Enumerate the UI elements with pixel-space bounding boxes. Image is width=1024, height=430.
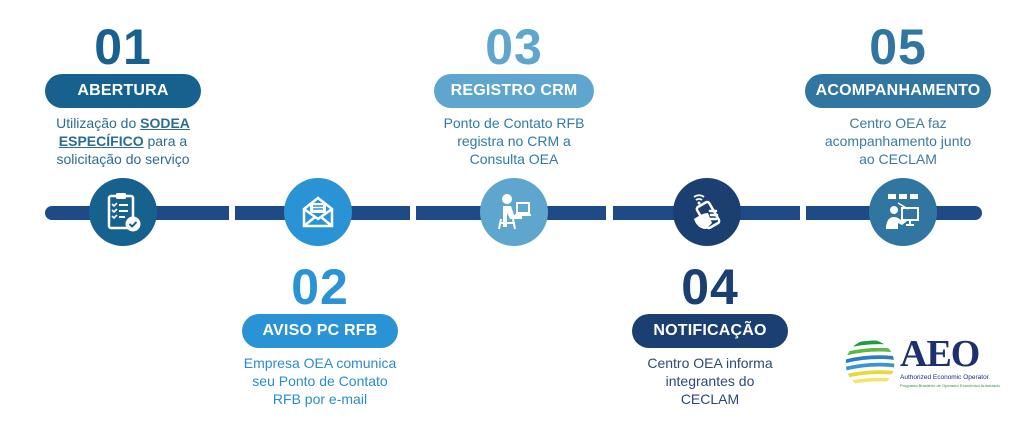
step-description: Ponto de Contato RFB registra no CRM a C… bbox=[443, 115, 585, 167]
person-at-computer-icon bbox=[498, 194, 531, 230]
step-05: 05 ACOMPANHAMENTO Centro OEA faz acompan… bbox=[798, 22, 998, 168]
aeo-acronym: AEO bbox=[900, 333, 980, 375]
step-number: 01 bbox=[94, 19, 152, 75]
aeo-logo: AEO Authorized Economic Operator Program… bbox=[842, 333, 1000, 394]
step-title-badge: AVISO PC RFB bbox=[242, 314, 398, 348]
step-title-badge: REGISTRO CRM bbox=[434, 74, 594, 108]
step-03-icon-circle bbox=[480, 178, 548, 246]
step-05-icon-circle bbox=[869, 178, 937, 246]
step-number: 03 bbox=[485, 19, 543, 75]
step-title-badge: NOTIFICAÇÃO bbox=[632, 314, 788, 348]
presenter-monitors-icon bbox=[886, 194, 919, 229]
sodea-link: SODEA bbox=[140, 115, 190, 131]
step-title-badge: ACOMPANHAMENTO bbox=[805, 74, 991, 108]
step-description: Utilização do SODEA ESPECÍFICO para a so… bbox=[56, 115, 190, 167]
step-02: 02 AVISO PC RFB Empresa OEA comunica seu… bbox=[230, 262, 410, 408]
step-01: 01 ABERTURA Utilização do SODEA ESPECÍFI… bbox=[38, 22, 208, 168]
step-04-icon-circle bbox=[673, 178, 741, 246]
step-title-badge: ABERTURA bbox=[45, 74, 201, 108]
step-04: 04 NOTIFICAÇÃO Centro OEA informa integr… bbox=[620, 262, 800, 408]
clipboard-checklist-icon bbox=[107, 193, 141, 232]
step-02-icon-circle bbox=[284, 178, 352, 246]
aeo-globe-icon bbox=[845, 339, 895, 389]
step-description: Centro OEA informa integrantes do CECLAM bbox=[647, 355, 773, 407]
open-envelope-icon bbox=[302, 196, 334, 228]
aeo-name: Authorized Economic Operator bbox=[900, 374, 989, 381]
step-number: 05 bbox=[869, 19, 927, 75]
hand-smartphone-wifi-icon bbox=[693, 194, 721, 230]
step-01-icon-circle bbox=[89, 178, 157, 246]
step-description: Empresa OEA comunica seu Ponto de Contat… bbox=[243, 355, 397, 407]
step-number: 04 bbox=[681, 259, 739, 315]
especifico-link: ESPECÍFICO bbox=[58, 133, 144, 149]
aeo-subtitle: Programa Brasileiro de Operador Econômic… bbox=[900, 383, 1000, 388]
step-03: 03 REGISTRO CRM Ponto de Contato RFB reg… bbox=[424, 22, 604, 168]
step-description: Centro OEA faz acompanhamento junto ao C… bbox=[824, 115, 972, 167]
step-number: 02 bbox=[291, 259, 349, 315]
